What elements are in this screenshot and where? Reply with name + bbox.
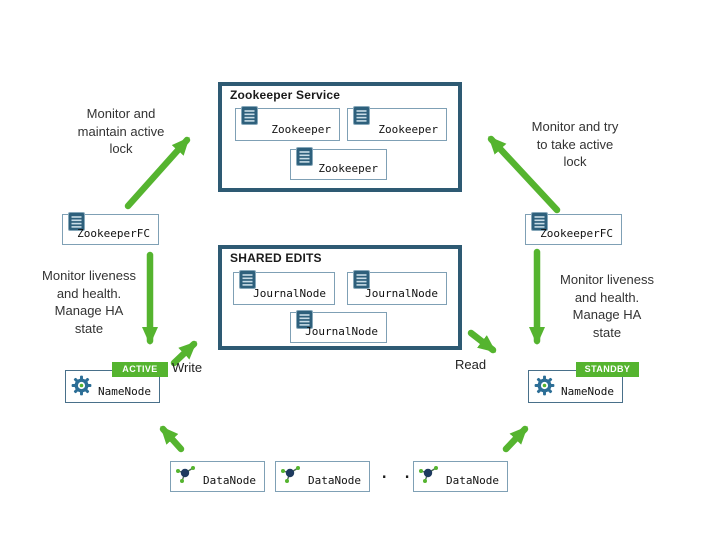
zookeeper-service-title: Zookeeper Service [230, 88, 341, 102]
note-monitor-take-lock: Monitor and try to take active lock [531, 119, 619, 170]
network-node-icon [419, 466, 438, 483]
datanode-label: DataNode [203, 474, 256, 487]
network-node-icon [281, 466, 300, 483]
note-monitor-health-right: Monitor liveness and health. Manage HA s… [560, 272, 654, 340]
read-label: Read [455, 357, 487, 372]
datanode-2: DataNode [275, 461, 370, 492]
zookeeper-node-2: Zookeeper [347, 106, 447, 141]
server-list-icon [353, 270, 370, 289]
gear-icon [71, 375, 92, 396]
write-label: Write [172, 360, 203, 375]
journalnode-label: JournalNode [365, 287, 438, 300]
server-list-icon [531, 212, 548, 231]
zookeeper-node-label: Zookeeper [378, 123, 438, 136]
standby-badge: STANDBY [576, 362, 639, 377]
server-list-icon [241, 106, 258, 125]
namenode-label: NameNode [98, 385, 151, 398]
active-badge: ACTIVE [112, 362, 168, 377]
server-list-icon [353, 106, 370, 125]
datanode-label: DataNode [446, 474, 499, 487]
arrow-datanode-to-right-namenode [502, 425, 529, 453]
arrow-read-shared-edits-to-namenode [467, 329, 497, 354]
server-list-icon [296, 147, 313, 166]
server-list-icon [239, 270, 256, 289]
note-monitor-maintain-lock: Monitor and maintain active lock [77, 106, 165, 157]
zookeeper-node-label: Zookeeper [271, 123, 331, 136]
zookeeperfc-right: ZookeeperFC [525, 212, 622, 245]
zookeeperfc-left: ZookeeperFC [62, 212, 159, 245]
namenode-label: NameNode [561, 385, 614, 398]
journalnode-1: JournalNode [233, 270, 335, 305]
arrow-datanode-to-left-namenode [159, 425, 185, 453]
network-node-icon [176, 466, 195, 483]
note-monitor-health-left: Monitor liveness and health. Manage HA s… [42, 268, 136, 336]
datanode-ellipsis: . . [380, 466, 415, 482]
zookeeperfc-label: ZookeeperFC [540, 227, 613, 240]
gear-icon [534, 375, 555, 396]
server-list-icon [68, 212, 85, 231]
server-list-icon [296, 310, 313, 329]
journalnode-label: JournalNode [253, 287, 326, 300]
shared-edits-title: SHARED EDITS [230, 251, 322, 265]
journalnode-3: JournalNode [290, 310, 387, 343]
datanode-1: DataNode [170, 461, 265, 492]
datanode-3: DataNode [413, 461, 508, 492]
zookeeper-node-1: Zookeeper [235, 106, 340, 141]
datanode-label: DataNode [308, 474, 361, 487]
journalnode-label: JournalNode [305, 325, 378, 338]
zookeeper-node-label: Zookeeper [318, 162, 378, 175]
journalnode-2: JournalNode [347, 270, 447, 305]
zookeeperfc-label: ZookeeperFC [77, 227, 150, 240]
zookeeper-node-3: Zookeeper [290, 147, 387, 180]
